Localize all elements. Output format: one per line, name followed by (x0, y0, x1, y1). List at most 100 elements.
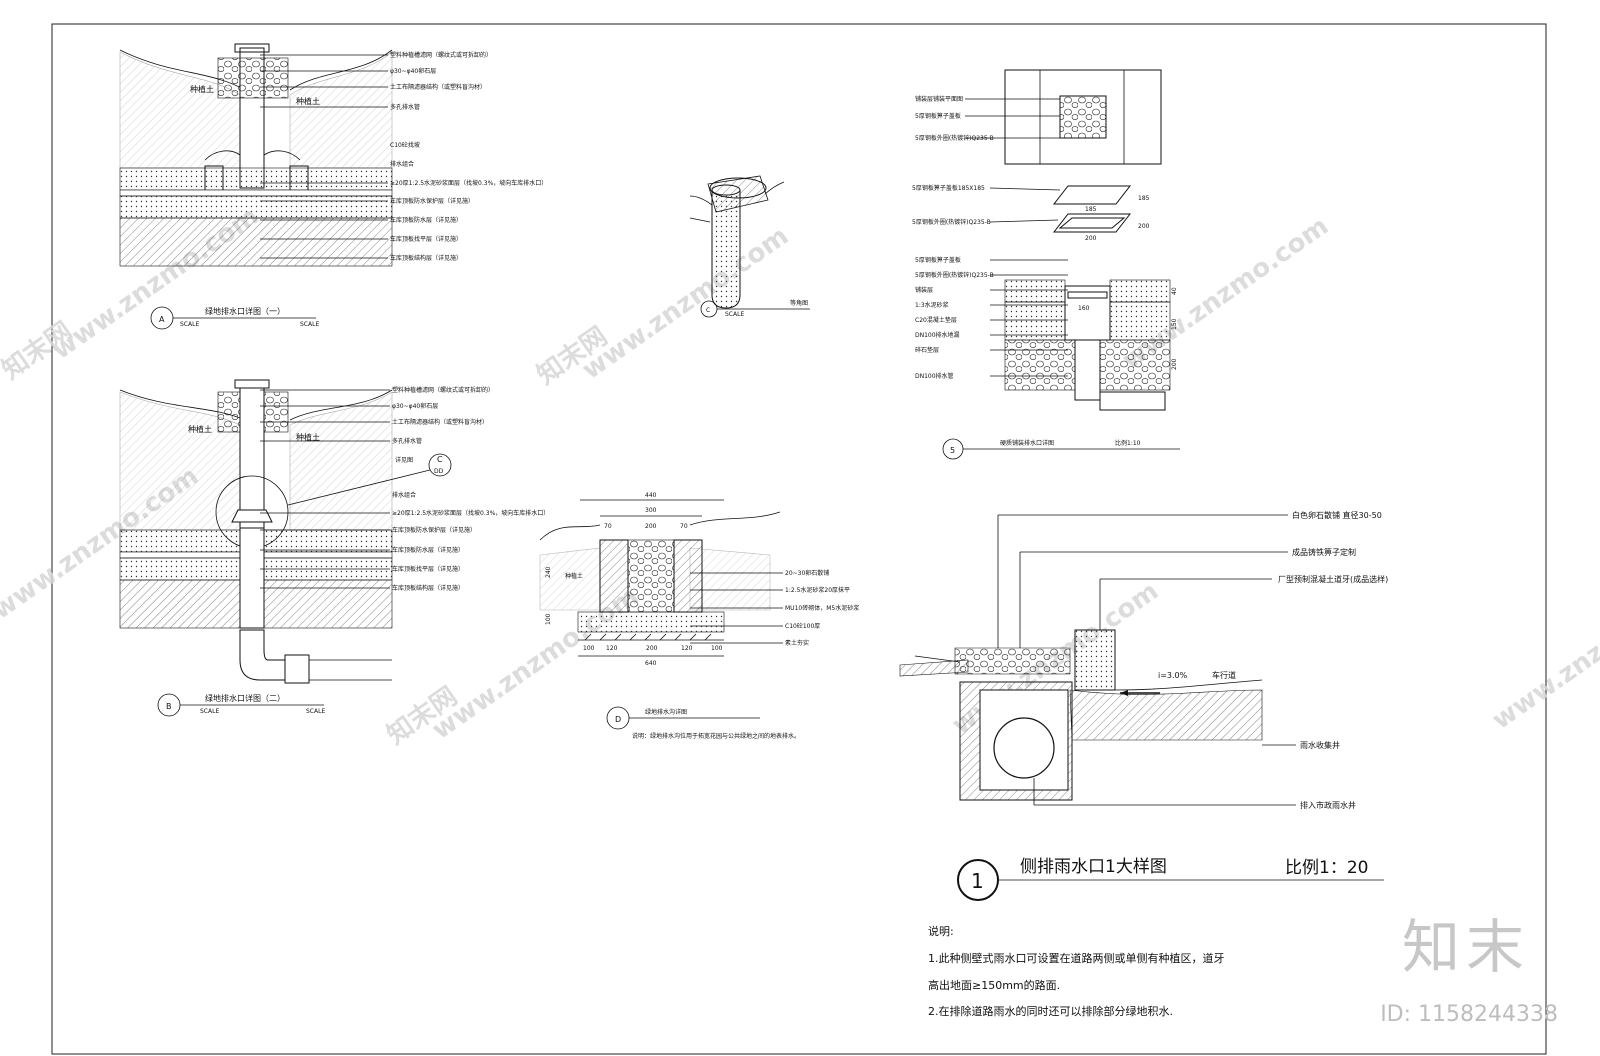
layer-label: C10砼找坡 (390, 141, 420, 149)
layer-label: 土工布隔滤器结构（或塑料盲沟材） (390, 83, 486, 91)
detail-b: 塑料种植槽滤网（螺纹式或可拆卸的）φ30~φ40卵石层土工布隔滤器结构（或塑料盲… (119, 379, 549, 717)
layer-label: φ30~φ40卵石层 (392, 402, 438, 410)
layer-label: 成品铸铁箅子定制 (1292, 547, 1356, 557)
layer-label: 1:2.5水泥砂浆20厚抹平 (785, 586, 850, 594)
layer-label: 厂型预制混凝土道牙(成品选样) (1278, 574, 1388, 584)
detail-marker-label: D (615, 715, 621, 724)
layer-label: 排水组合 (392, 491, 416, 499)
note-line: 1.此种侧壁式雨水口可设置在道路两侧或单侧有种植区，道牙 (928, 951, 1225, 965)
detail-title: 硬质铺装排水口详图 (1000, 439, 1054, 447)
dimension-label: 160 (1078, 305, 1090, 312)
layer-label: ≥20厚1:2.5水泥砂浆面层（找坡0.3%，坡向车库排水口） (392, 509, 549, 517)
detail-a: 塑料种植槽滤网（螺纹式或可拆卸的） φ30~φ40卵石层土工布隔滤器结构（或塑料盲… (119, 43, 547, 330)
layer-label: MU10砖砌体，M5水泥砂浆 (785, 604, 859, 612)
image-id: ID: 1158244338 (1380, 1002, 1558, 1027)
plan-label: 5厚钢板箅子盖板 (915, 112, 961, 120)
plan-label: 5厚钢板外圈(热镀锌)Q235-B (915, 134, 994, 142)
dimension-label: 200 (645, 523, 657, 530)
layer-label: 碎石垫层 (915, 346, 939, 354)
dimension-label: 100 (583, 645, 595, 652)
layer-label: 素土夯实 (785, 639, 809, 647)
detail-marker-label: 1 (971, 869, 984, 893)
dimension-label: 200 (646, 645, 658, 652)
scale-label: SCALE (200, 708, 219, 715)
soil-label: 种植土 (296, 432, 320, 442)
layer-label: 车库顶板结构层（详见施） (392, 584, 464, 592)
slope-label: i=3.0% (1158, 671, 1188, 680)
layer-label: 车库顶板找平层（详见施） (392, 565, 464, 573)
dimension-label: 70 (604, 523, 612, 530)
dimension-label: 440 (645, 492, 657, 499)
layer-label: 20~30卵石散铺 (785, 569, 829, 577)
dimension-label: 640 (645, 660, 657, 667)
brand-watermark: 知末 (1401, 913, 1530, 981)
notes-title: 说明: (928, 924, 954, 938)
layer-label: 铺装层 (915, 286, 933, 294)
scale-label: SCALE (300, 321, 319, 328)
detail-marker-label: 5 (950, 446, 955, 455)
dimension-label: 120 (606, 645, 618, 652)
layer-label: 雨水收集井 (1300, 740, 1340, 750)
watermark-text: www.znzmo.com (577, 221, 794, 386)
scale-label: SCALE (725, 311, 744, 318)
layer-label: 多孔排水管 (390, 103, 420, 111)
road-label: 车行道 (1212, 670, 1236, 680)
layer-label: φ30~φ40卵石层 (390, 67, 436, 75)
layer-label: 车库顶板结构层（详见施） (390, 254, 462, 262)
dimension-label: 150 (1171, 318, 1178, 330)
scale-label: 比例1:10 (1115, 439, 1141, 447)
layer-label: 5厚钢板箅子盖板 (915, 256, 961, 264)
layer-label: 白色卵石散铺 直径30-50 (1292, 510, 1382, 520)
dimension-label: 200 (1138, 223, 1150, 230)
dimension-label: 100 (545, 613, 552, 625)
dimension-label: 200 (1171, 358, 1178, 370)
detail-title: 绿地排水口详图（一） (205, 306, 285, 316)
detail-marker-label: A (159, 315, 165, 324)
layer-label: 车库顶板防水层（详见施） (390, 216, 462, 224)
layer-label: C10砼100厚 (785, 622, 820, 630)
layer-label: 5厚钢板外圈(热镀锌)Q235-B (915, 271, 994, 279)
detail-title: 绿地排水沟详图 (645, 708, 687, 716)
leader-line (989, 219, 1059, 223)
layer-label: DN100排水管 (915, 372, 954, 380)
part-label: 5厚钢板外圈(热镀锌)Q235-B (912, 218, 991, 226)
dimension-label: 240 (545, 566, 552, 578)
dimension-label: 200 (1085, 235, 1097, 242)
detail-title: 等角图 (790, 299, 808, 307)
callout-bubble (428, 453, 452, 477)
detail-title: 绿地排水口详图（二） (205, 693, 285, 703)
dimension-label: 120 (681, 645, 693, 652)
layer-label: ≥20厚1:2.5水泥砂浆面层（找坡0.3%，坡向车库排水口） (390, 179, 547, 187)
soil-label: 种植土 (565, 572, 583, 580)
sheet-frame (51, 23, 1547, 1055)
layer-label: 车库顶板防水保护层（详见施） (390, 197, 474, 205)
layer-label: 塑料种植槽滤网（螺纹式或可拆卸的） (390, 51, 492, 59)
layer-label: 排入市政雨水井 (1300, 800, 1356, 810)
dimension-label: 185 (1085, 206, 1097, 213)
layer-label: 排水组合 (390, 160, 414, 168)
layer-label: 土工布隔滤器结构（或塑料盲沟材） (392, 418, 488, 426)
detail-marker-label: B (166, 702, 172, 711)
scale-label: SCALE (306, 708, 325, 715)
detail-marker-label: C (706, 307, 710, 314)
scale-label: SCALE (180, 321, 199, 328)
soil-label: 种植土 (296, 96, 320, 106)
scale-label: 比例1：20 (1285, 858, 1368, 878)
dimension-label: 100 (711, 645, 723, 652)
leader-line (989, 187, 1061, 191)
detail-note: 说明：绿地排水沟位用于拓宽花园与公共绿地之间的地表排水。 (632, 732, 800, 740)
layer-label: 车库顶板找平层（详见施） (390, 235, 462, 243)
soil-label: 种植土 (188, 424, 212, 434)
callout-ref: DD (434, 468, 444, 475)
detail-5: 铺装层铺装平面图 5厚钢板箅子盖板 5厚钢板外圈(热镀锌)Q235-B 5厚钢板箅子… (912, 69, 1180, 460)
note-line: 高出地面≥150mm的路面. (928, 978, 1060, 992)
detail-c: C 等角图 SCALE (689, 175, 810, 318)
note-line: 2.在排除道路雨水的同时还可以排除部分绿地积水. (928, 1004, 1173, 1018)
dimension-label: 300 (645, 507, 657, 514)
dimension-label: 40 (1171, 287, 1178, 295)
plan-label: 铺装层铺装平面图 (915, 95, 963, 103)
layer-label: DN100排水地漏 (915, 331, 960, 339)
